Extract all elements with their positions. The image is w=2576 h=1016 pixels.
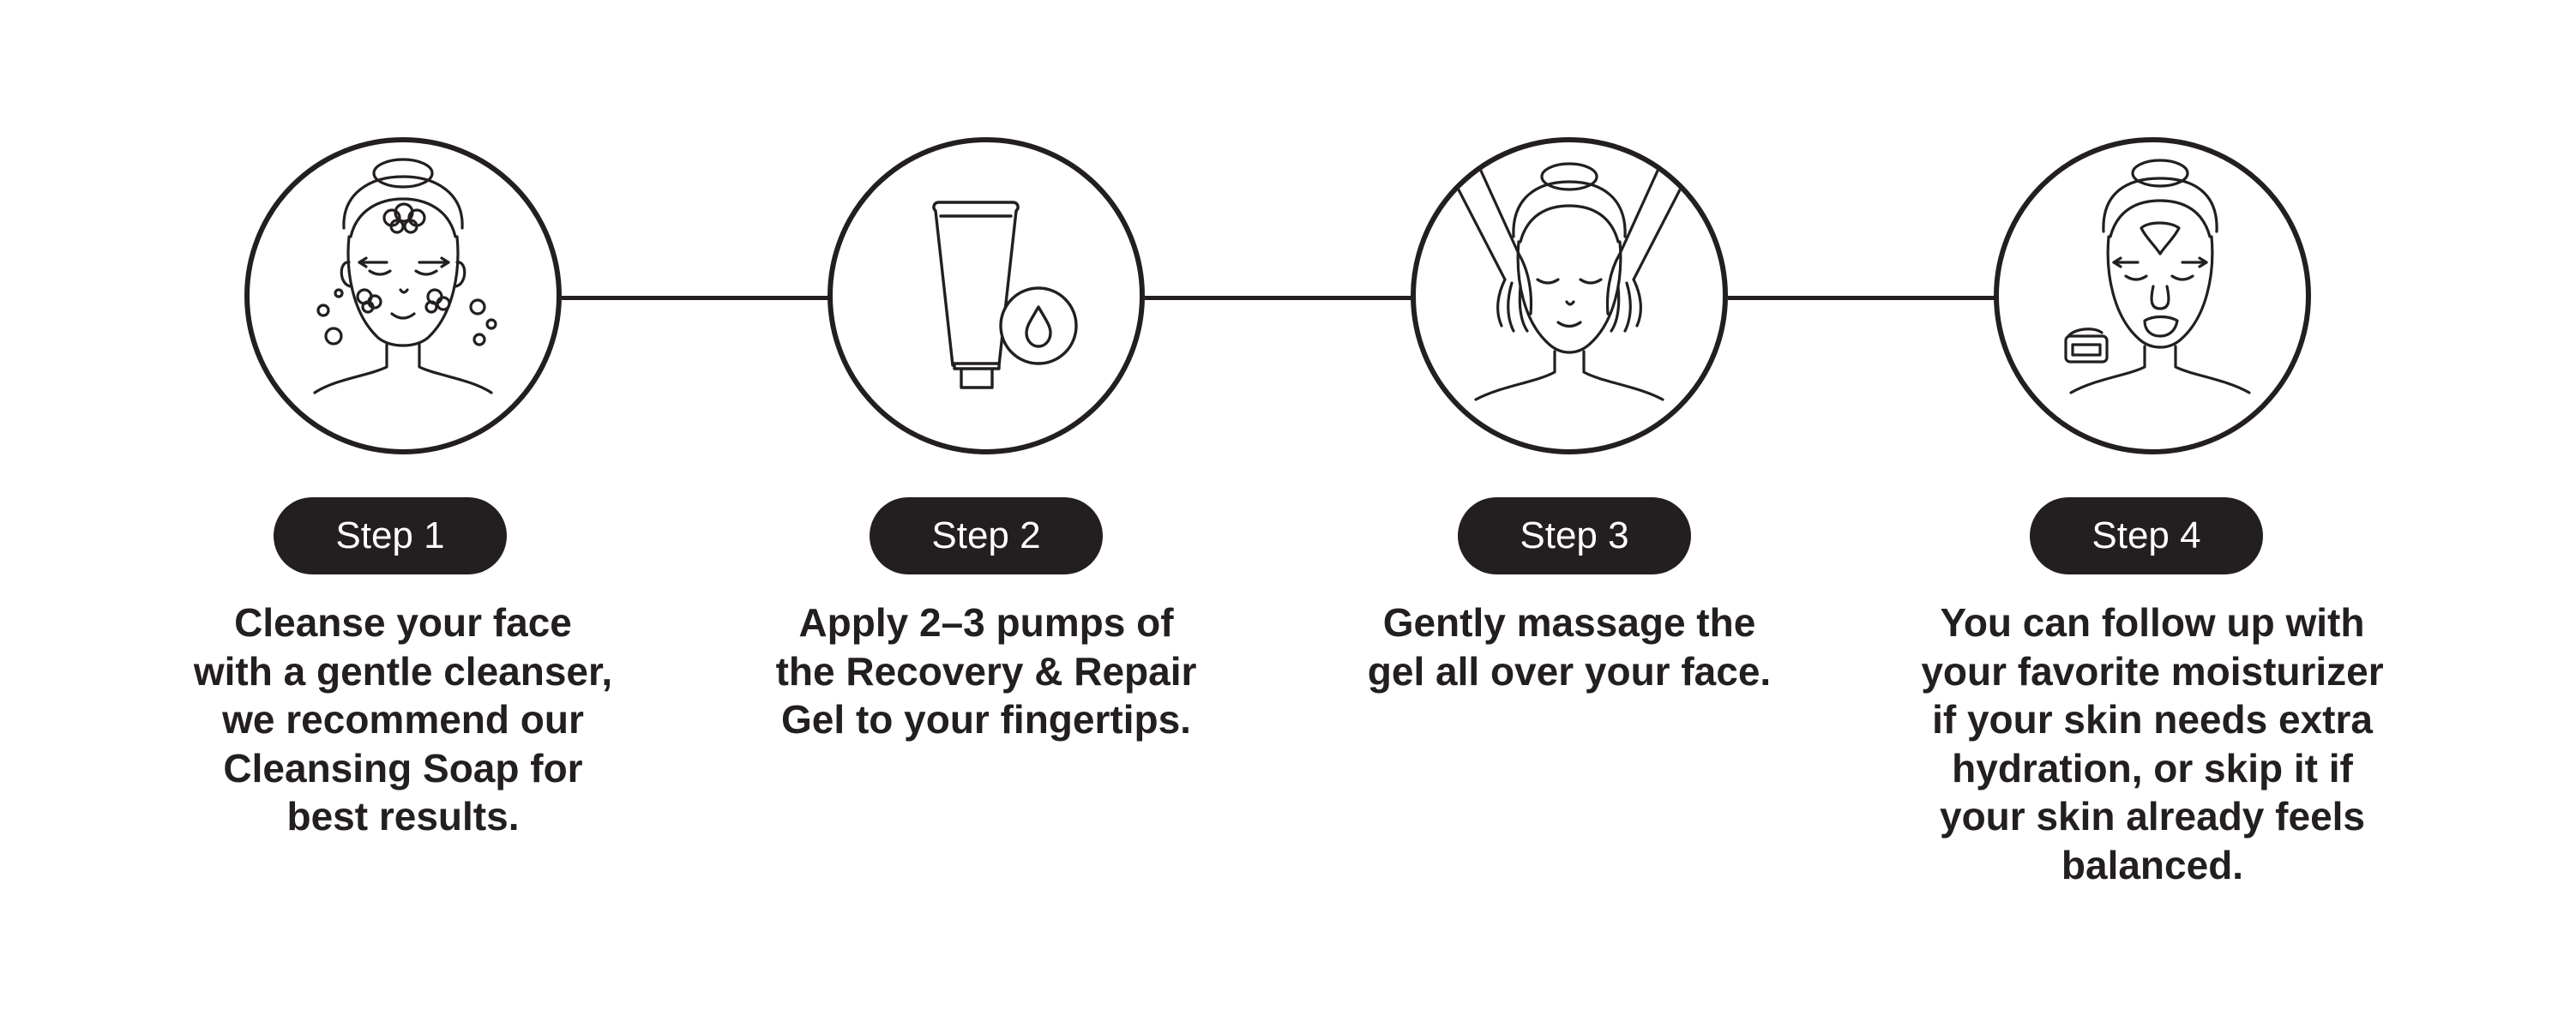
step-1-description: Cleanse your face with a gentle cleanser… <box>146 598 660 841</box>
step-4-description: You can follow up with your favorite moi… <box>1895 598 2410 889</box>
step-2-badge: Step 2 <box>870 497 1103 574</box>
step-1-line: Cleanse your face <box>234 600 572 645</box>
connector-line-3-4 <box>1728 296 1995 300</box>
step-2-illustration <box>828 137 1145 454</box>
step-1-illustration <box>244 137 562 454</box>
face-massage-icon <box>1448 158 1690 401</box>
step-4-illustration <box>1994 137 2311 454</box>
step-2-line: Gel to your fingertips. <box>781 697 1191 742</box>
connector-line-1-2 <box>562 296 829 300</box>
step-3-description: Gently massage the gel all over your fac… <box>1312 598 1827 695</box>
step-2-line: the Recovery & Repair <box>775 648 1197 694</box>
step-4-line: balanced. <box>2061 842 2244 887</box>
face-moisturizer-icon <box>2064 159 2251 394</box>
gel-tube-drop-icon <box>932 201 1078 389</box>
step-4-line: your skin already feels <box>1939 794 2366 839</box>
step-1-line: we recommend our <box>222 697 584 742</box>
step-4-line: You can follow up with <box>1940 600 2365 645</box>
step-3-line: Gently massage the <box>1382 600 1756 645</box>
step-4-line: if your skin needs extra <box>1932 697 2373 742</box>
step-2-description: Apply 2–3 pumps of the Recovery & Repair… <box>729 598 1243 744</box>
step-3-line: gel all over your face. <box>1367 648 1772 694</box>
step-4-badge: Step 4 <box>2030 497 2263 574</box>
step-1-line: Cleansing Soap for <box>223 745 583 791</box>
step-3-illustration <box>1411 137 1728 454</box>
face-cleansing-icon <box>313 158 497 394</box>
step-1-badge: Step 1 <box>274 497 507 574</box>
step-4-line: your favorite moisturizer <box>1921 648 2384 694</box>
step-4-line: hydration, or skip it if <box>1952 745 2353 791</box>
connector-line-2-3 <box>1145 296 1412 300</box>
step-3-badge: Step 3 <box>1458 497 1691 574</box>
step-1-line: with a gentle cleanser, <box>193 648 613 694</box>
step-1-line: best results. <box>286 794 520 839</box>
step-2-line: Apply 2–3 pumps of <box>798 600 1174 645</box>
